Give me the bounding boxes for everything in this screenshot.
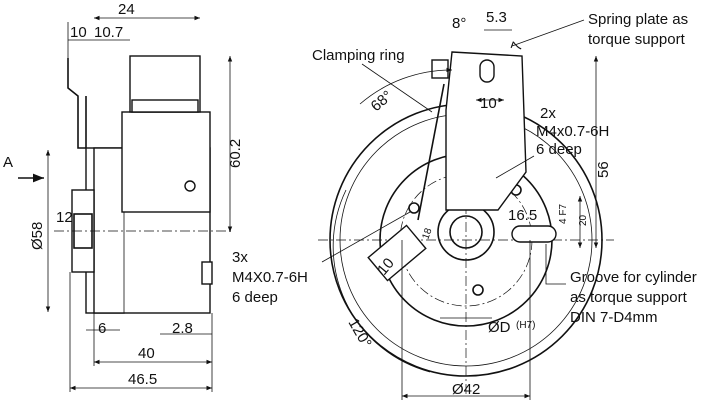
dim-56: 56 [595,161,612,178]
leader-groove [545,244,566,285]
dim-16-5: 16.5 [508,207,537,224]
view-label-a: A [3,154,13,171]
dim-angle-68: 68° [368,87,396,115]
dim-60-2: 60.2 [227,139,244,168]
thread-hole [408,202,420,214]
callout-groove-2: as torque support [570,289,688,306]
leader-thread3 [321,211,411,263]
dim-D-tolerance: (H7) [516,320,535,331]
dim-46-5: 46.5 [128,371,157,388]
callout-thread2-1: 2x [540,105,556,122]
leader-clamping-ring [361,63,433,113]
callout-thread3-2: M4X0.7-6H [232,269,308,286]
dim-24: 24 [118,1,135,18]
front-view: 8° 5.3 7 10 56 20 4 F7 16.5 68° 120° 18 … [232,9,697,400]
callout-clamping-ring: Clamping ring [312,47,405,64]
callout-spring-plate-2: torque support [588,31,686,48]
leader-thread2 [495,155,535,179]
dim-42: Ø42 [452,381,480,398]
callout-thread3-3: 6 deep [232,289,278,306]
dim-10-7: 10.7 [94,24,123,41]
callout-thread2-3: 6 deep [536,141,582,158]
spring-plate [445,51,527,211]
dim-angle-120: 120° [345,316,375,351]
callout-spring-plate-1: Spring plate as [588,11,688,28]
connector-housing [121,111,211,213]
groove-cylinder [511,225,557,243]
callout-thread2-2: M4x0.7-6H [536,123,609,140]
callout-groove-1: Groove for cylinder [570,269,697,286]
dim-5-3: 5.3 [486,9,507,26]
dim-4f7: 4 F7 [558,204,569,224]
leader-spring-plate [511,19,585,47]
side-view: A 24 10 10.7 60.2 Ø58 12 6 [3,1,244,392]
connector-pin [184,180,196,192]
callout-thread3-1: 3x [232,249,248,266]
dim-D: ØD [488,319,511,336]
dim-18: 18 [420,226,434,241]
spring-plate-profile [67,58,87,149]
dim-20: 20 [578,214,589,226]
connector-collar [131,99,199,113]
dim-angle-8: 8° [452,15,466,32]
clamp-screw-boss [367,224,427,282]
clamp-edge [417,83,445,221]
dim-58: Ø58 [29,222,46,250]
dim-12: 12 [56,209,73,226]
dim-2-8: 2.8 [172,320,193,337]
dim-40: 40 [138,345,155,362]
dim-6: 6 [98,320,106,337]
clamp-tab [431,59,449,79]
thread-hole [472,284,484,296]
spring-plate-slot [479,59,495,83]
rear-cap [201,261,213,285]
callout-groove-3: DIN 7-D4mm [570,309,658,326]
arc-68 [359,67,453,105]
dim-10-top: 10 [480,95,497,112]
dim-10: 10 [70,24,87,41]
arc-120 [332,189,431,373]
